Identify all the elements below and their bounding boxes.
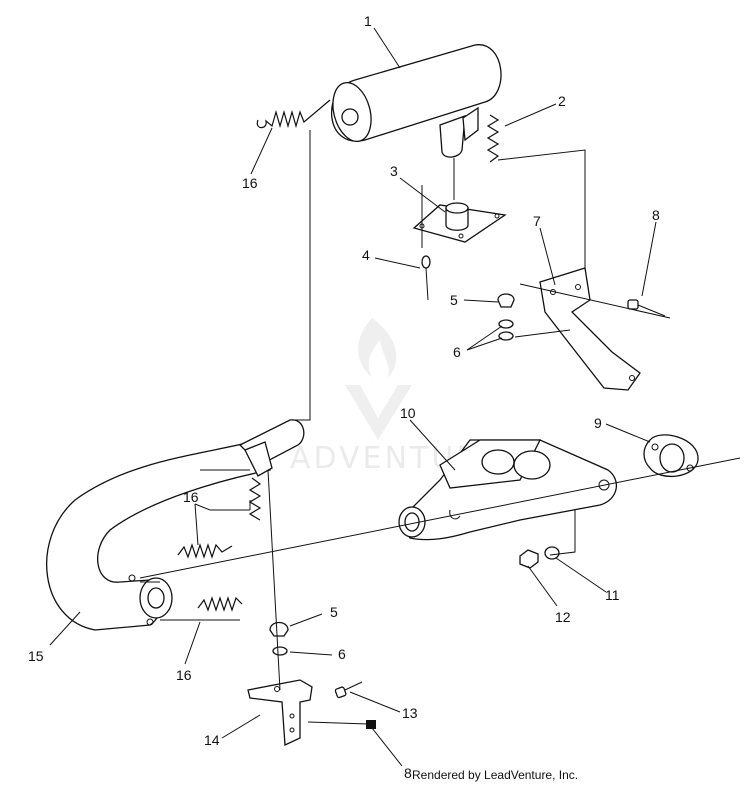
spring-middle [177,543,233,559]
bracket [539,267,641,391]
callout-3: 3 [390,163,398,179]
callout-16-middle: 16 [183,489,199,505]
callout-1: 1 [364,13,372,29]
bolt-lower [307,720,376,729]
expansion-pipe [46,419,305,631]
callout-labels: 1 2 3 4 5 6 7 8 9 10 11 12 16 15 16 16 5… [28,13,660,781]
screw [334,681,363,699]
callout-7: 7 [533,213,541,229]
callout-8-upper: 8 [652,207,660,223]
spring-right-part2 [486,114,500,163]
grommet-lower [269,621,289,656]
callout-9: 9 [594,415,602,431]
muffler [331,44,502,200]
callout-5-lower: 5 [330,604,338,620]
callout-15: 15 [28,648,44,664]
washer-and-nut [519,546,560,569]
callout-11: 11 [605,587,620,603]
mount-plate [412,202,507,243]
callout-14: 14 [204,732,220,748]
callout-12: 12 [555,609,571,625]
callout-5-upper: 5 [450,292,458,308]
grommet-upper [497,293,515,341]
callout-13: 13 [402,705,418,721]
callout-6-lower: 6 [338,646,346,662]
spring-top-left [256,99,331,129]
callout-10: 10 [400,405,416,421]
pin [421,185,431,301]
callout-4: 4 [362,247,370,263]
callout-16-top: 16 [242,175,258,191]
spring-center [248,477,262,521]
bolt-upper [627,299,666,317]
callout-2: 2 [558,93,566,109]
lower-bracket [247,679,313,746]
callout-8-lower: 8 [404,765,412,781]
callout-6-upper: 6 [453,344,461,360]
leader-lines [49,27,657,767]
spring-lower [197,596,243,612]
credit-text: Rendered by LeadVenture, Inc. [412,768,578,782]
callout-16-bottom: 16 [176,667,192,683]
gasket [643,434,699,478]
assembly-lines [139,130,741,691]
